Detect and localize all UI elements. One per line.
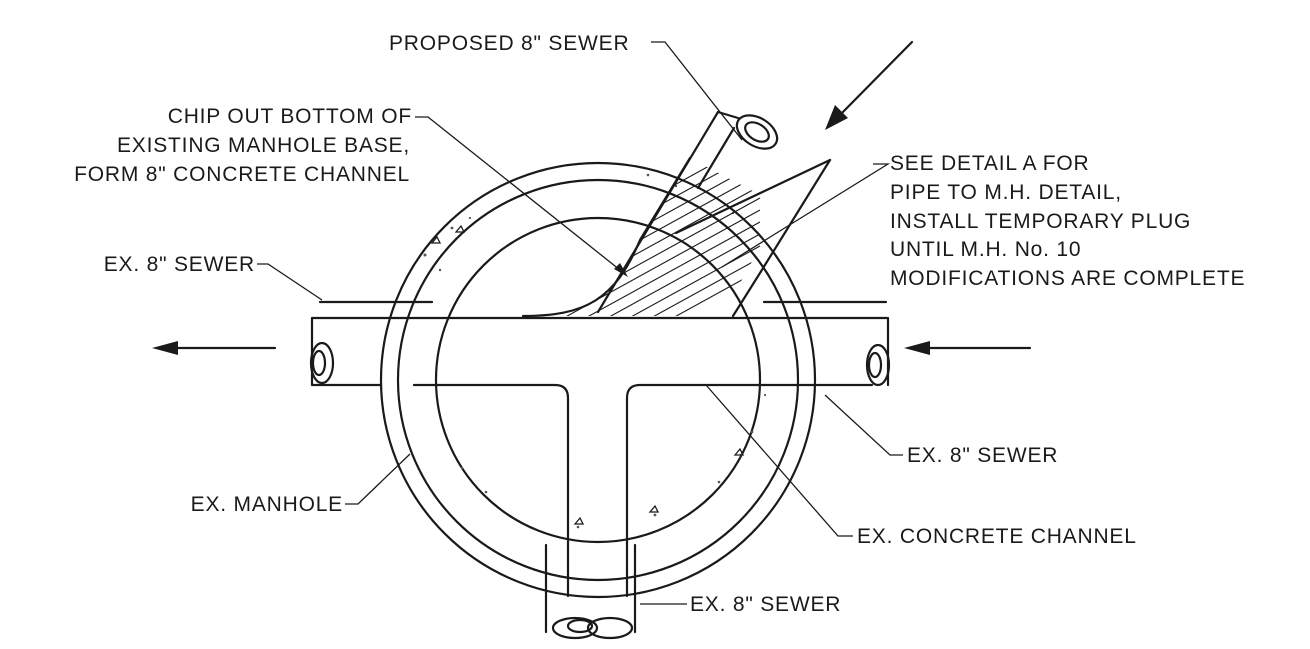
label-detail-line2: PIPE TO M.H. DETAIL, xyxy=(890,181,1122,204)
label-detail-line5: MODIFICATIONS ARE COMPLETE xyxy=(890,267,1245,290)
existing-sewer-bottom xyxy=(544,543,637,640)
label-chip-out-line3: FORM 8" CONCRETE CHANNEL xyxy=(74,163,410,186)
label-detail-line4: UNTIL M.H. No. 10 xyxy=(890,238,1081,261)
flow-arrow-diagonal xyxy=(836,40,914,119)
label-ex-concrete-channel: EX. CONCRETE CHANNEL xyxy=(857,525,1137,548)
leader-lines xyxy=(257,41,903,605)
label-proposed-sewer: PROPOSED 8" SEWER xyxy=(389,32,629,55)
label-ex-sewer-right: EX. 8" SEWER xyxy=(907,444,1058,467)
flow-arrows xyxy=(152,40,1032,355)
annotations: PROPOSED 8" SEWER CHIP OUT BOTTOM OF EXI… xyxy=(74,32,1245,616)
existing-manhole xyxy=(379,161,817,599)
label-detail-line1: SEE DETAIL A FOR xyxy=(890,152,1090,175)
label-ex-manhole: EX. MANHOLE xyxy=(191,493,343,516)
label-ex-sewer-left: EX. 8" SEWER xyxy=(104,253,255,276)
proposed-sewer xyxy=(521,110,832,318)
label-chip-out-line1: CHIP OUT BOTTOM OF xyxy=(168,105,412,128)
label-chip-out-line2: EXISTING MANHOLE BASE, xyxy=(117,134,410,157)
existing-sewer-horizontal xyxy=(309,300,891,598)
label-detail-line3: INSTALL TEMPORARY PLUG xyxy=(890,210,1191,233)
new-concrete-channel-hatch xyxy=(559,158,761,316)
label-ex-sewer-bottom: EX. 8" SEWER xyxy=(690,593,841,616)
concrete-texture xyxy=(423,173,767,529)
